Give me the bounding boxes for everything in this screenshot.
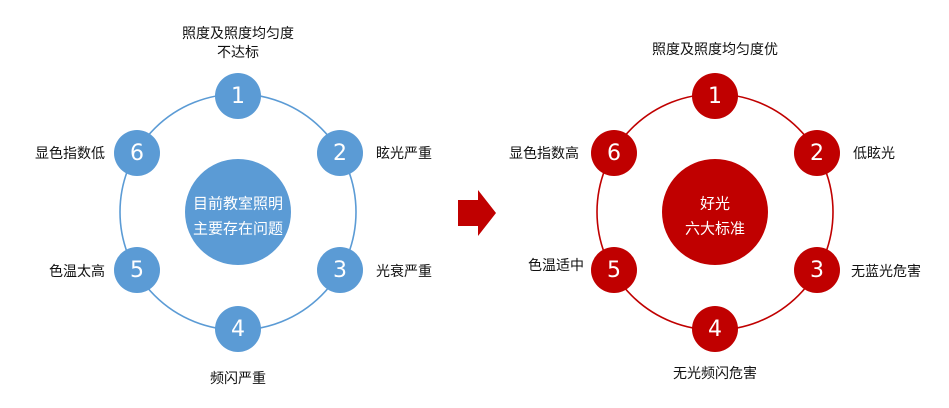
left-node-5: 5 (114, 247, 160, 293)
left-cycle-diagram: 目前教室照明 主要存在问题 1 2 3 4 5 (35, 26, 432, 387)
left-center-circle (185, 159, 291, 265)
left-node-5-circle (114, 247, 160, 293)
left-node-1-label-line-1: 照度及照度均匀度 (182, 26, 294, 42)
right-node-3-circle (794, 247, 840, 293)
right-node-2-number: 2 (810, 141, 824, 166)
right-node-6: 6 (591, 130, 637, 176)
left-node-3-number: 3 (333, 258, 347, 283)
left-node-1-number: 1 (231, 84, 245, 109)
left-node-6: 6 (114, 130, 160, 176)
right-node-2: 2 (794, 130, 840, 176)
right-center-line-2: 六大标准 (685, 220, 745, 238)
left-node-4-circle (215, 306, 261, 352)
left-node-6-label: 显色指数低 (35, 145, 105, 162)
right-node-5-circle (591, 247, 637, 293)
right-node-6-label: 显色指数高 (509, 145, 579, 162)
left-node-4: 4 (215, 306, 261, 352)
left-node-1-circle (215, 73, 261, 119)
right-node-1-label: 照度及照度均匀度优 (652, 42, 778, 58)
right-node-4-circle (692, 306, 738, 352)
left-center-line-2: 主要存在问题 (193, 220, 283, 238)
left-node-6-number: 6 (130, 141, 144, 166)
right-node-5-label: 色温适中 (528, 257, 584, 274)
right-node-3-label: 无蓝光危害 (851, 264, 921, 280)
left-node-3-label: 光衰严重 (376, 263, 432, 280)
right-node-4: 4 (692, 306, 738, 352)
left-node-2-circle (317, 130, 363, 176)
left-node-5-number: 5 (130, 258, 144, 283)
right-node-5-number: 5 (607, 258, 621, 283)
right-node-1: 1 (692, 73, 738, 119)
right-node-1-number: 1 (708, 84, 722, 109)
right-node-2-label: 低眩光 (853, 146, 895, 162)
right-node-6-number: 6 (607, 141, 621, 166)
right-center-line-1: 好光 (700, 195, 730, 213)
left-node-4-number: 4 (231, 317, 245, 342)
right-arrow-icon (458, 190, 496, 236)
right-node-6-circle (591, 130, 637, 176)
left-node-5-label: 色温太高 (49, 263, 105, 280)
right-cycle-diagram: 好光 六大标准 1 2 3 4 5 (509, 42, 921, 382)
right-node-4-label: 无光频闪危害 (673, 366, 757, 382)
right-node-5: 5 (591, 247, 637, 293)
right-node-4-number: 4 (708, 317, 722, 342)
left-node-3-circle (317, 247, 363, 293)
right-node-2-circle (794, 130, 840, 176)
right-node-3: 3 (794, 247, 840, 293)
left-center-line-1: 目前教室照明 (193, 195, 283, 213)
left-node-6-circle (114, 130, 160, 176)
left-node-2-label: 眩光严重 (376, 146, 432, 162)
left-node-3: 3 (317, 247, 363, 293)
right-node-1-circle (692, 73, 738, 119)
left-node-4-label: 频闪严重 (210, 371, 266, 387)
left-node-2: 2 (317, 130, 363, 176)
left-node-2-number: 2 (333, 141, 347, 166)
right-node-3-number: 3 (810, 258, 824, 283)
right-center-circle (662, 159, 768, 265)
left-node-1: 1 (215, 73, 261, 119)
left-node-1-label-line-2: 不达标 (217, 45, 259, 61)
